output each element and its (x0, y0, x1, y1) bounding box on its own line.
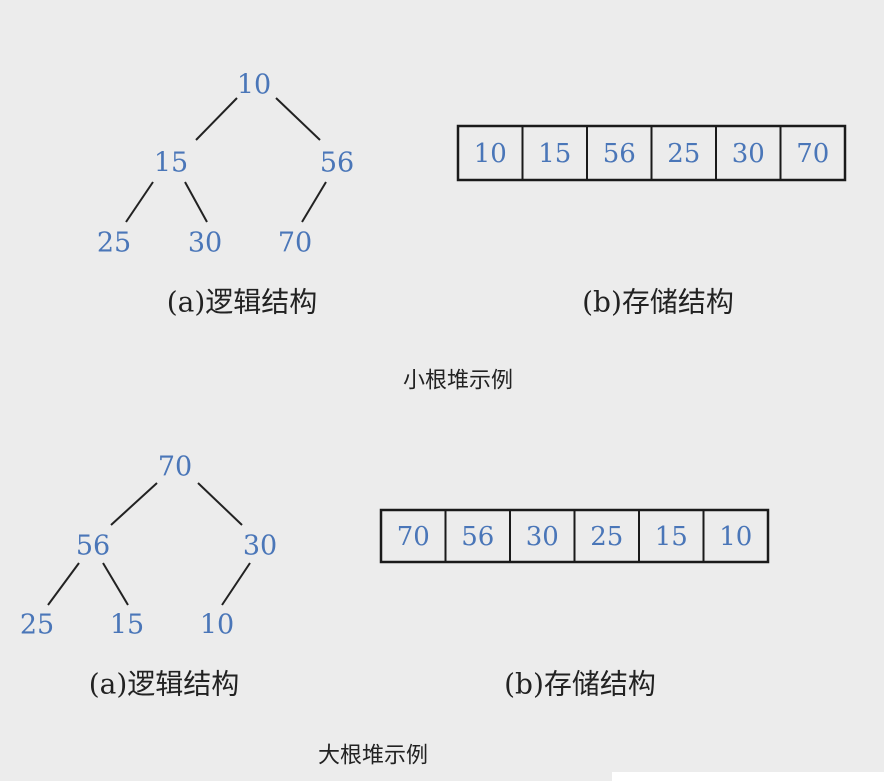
array-cell (521, 125, 588, 181)
tree-caption: (a)逻辑结构 (89, 668, 240, 701)
array-cell-value: 25 (590, 522, 623, 552)
tree-edge (102, 562, 129, 606)
tree-node: 10 (237, 70, 271, 101)
tree-node: 56 (76, 531, 110, 562)
array-cell-value: 25 (667, 139, 700, 169)
array-cell-value: 30 (732, 139, 765, 169)
array-cell-value: 56 (461, 522, 494, 552)
tree-node: 56 (320, 148, 354, 179)
min-heap-section: 10 15 56 25 30 70 10 15 56 25 30 70 (a)逻辑结构 (b)存储结构小根… (97, 70, 847, 394)
array-cell-value: 70 (796, 139, 829, 169)
tree-edge (195, 97, 238, 141)
tree-node: 25 (20, 610, 54, 641)
tree-edge (221, 562, 251, 606)
section-title: 大根堆示例 (318, 744, 428, 769)
array-cell (779, 125, 846, 181)
array-cell-value: 30 (526, 522, 559, 552)
array-frame (456, 124, 847, 182)
array-cell (509, 509, 576, 563)
tree-edge (301, 181, 327, 223)
array-caption: (b)存储结构 (504, 668, 656, 701)
array-cell-value: 15 (655, 522, 688, 552)
tree-caption: (a)逻辑结构 (167, 286, 318, 319)
tree-edge (47, 562, 80, 606)
array-frame (379, 508, 770, 564)
max-heap-section: 70 56 30 25 15 10 70 56 30 25 15 10 (a)逻辑结构 (b)存储结构大根… (20, 452, 770, 769)
tree-node: 25 (97, 228, 131, 259)
tree-node: 30 (243, 531, 277, 562)
tree-node: 70 (278, 228, 312, 259)
tree-node: 15 (110, 610, 144, 641)
array-cell-value: 10 (719, 522, 752, 552)
array-caption: (b)存储结构 (582, 286, 734, 319)
array-cell-value: 70 (397, 522, 430, 552)
tree-node: 15 (154, 148, 188, 179)
array-cell-value: 15 (538, 139, 571, 169)
tree-edge (275, 97, 321, 141)
section-title: 小根堆示例 (403, 369, 513, 394)
tree-edge (110, 482, 158, 526)
tree-node: 30 (188, 228, 222, 259)
tree-node: 10 (200, 610, 234, 641)
array-cell-value: 56 (603, 139, 636, 169)
tree-edge (184, 181, 208, 223)
tree-edge (125, 181, 154, 223)
tree-node: 70 (158, 452, 192, 483)
tree-edge (197, 482, 243, 526)
array-cell-value: 10 (474, 139, 507, 169)
array-cell (638, 509, 705, 563)
